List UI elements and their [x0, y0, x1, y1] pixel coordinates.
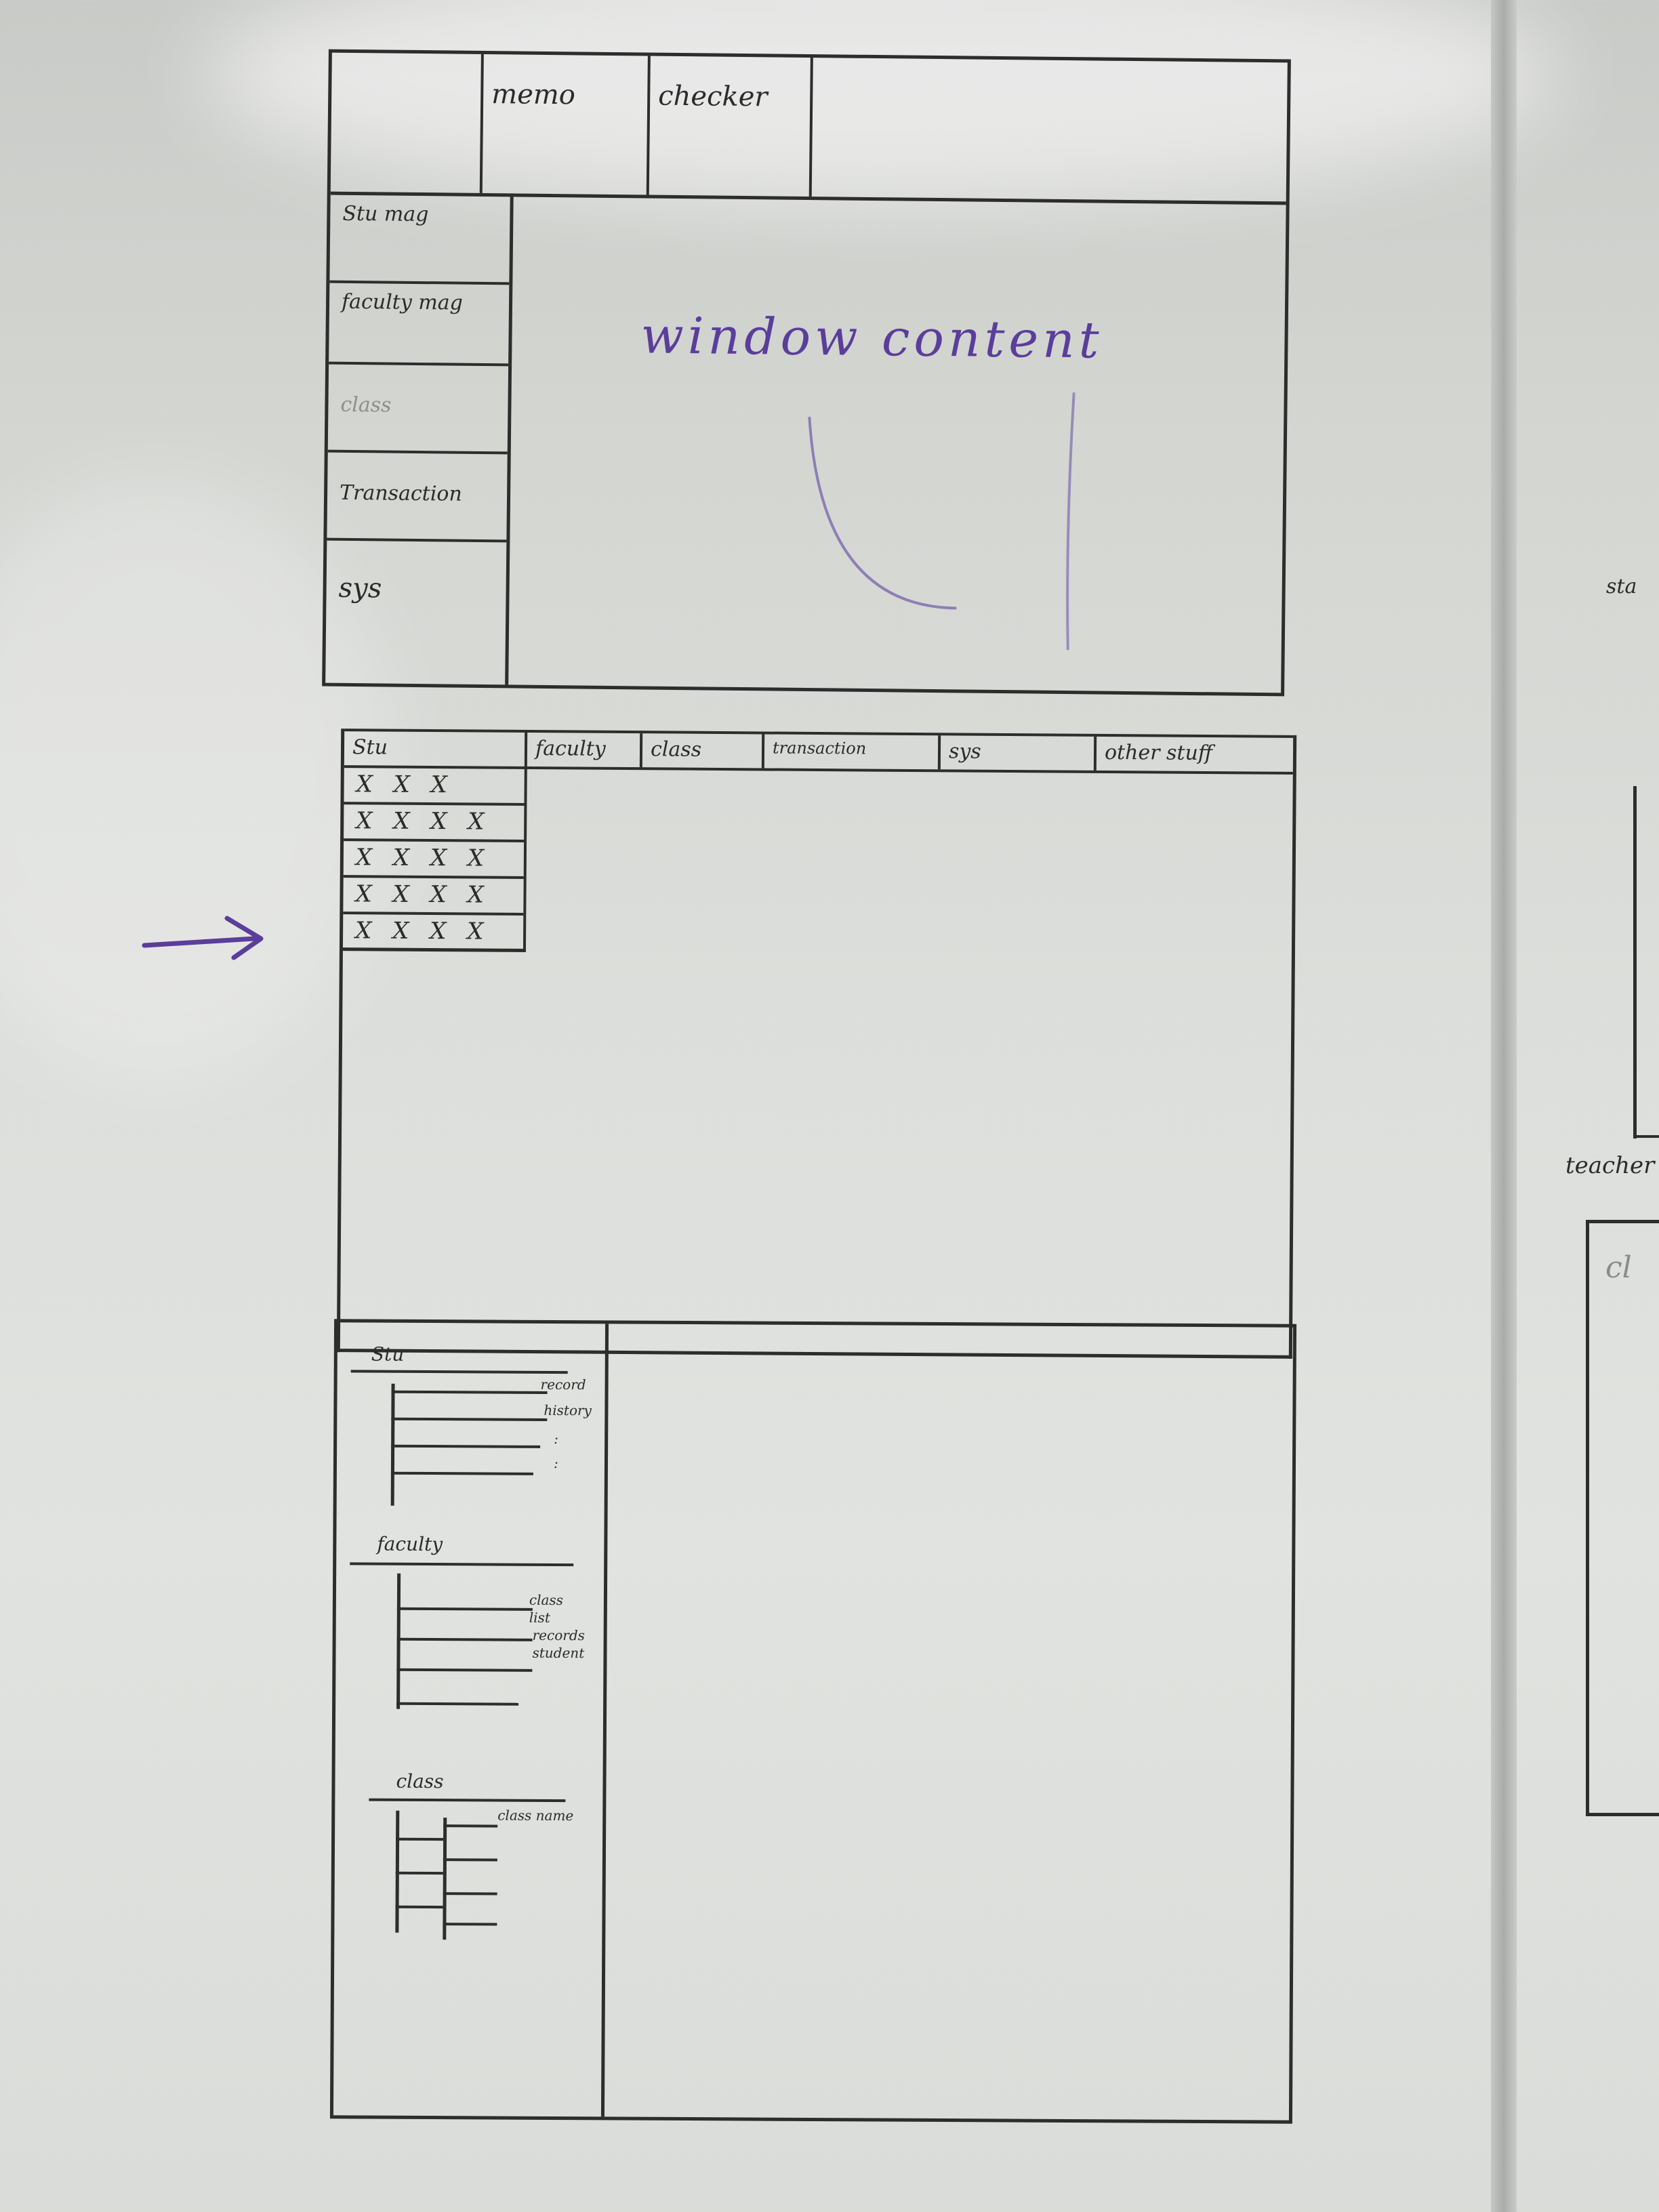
- grid-row[interactable]: X X X X: [355, 917, 491, 945]
- tab-checker[interactable]: checker: [649, 56, 813, 197]
- tree-connector: [443, 1818, 447, 1940]
- tree-branch: [443, 1824, 498, 1828]
- tree-branch: [391, 1390, 548, 1394]
- tab-other-stuff[interactable]: other stuff: [1097, 737, 1300, 772]
- tab-label: faculty: [535, 737, 606, 761]
- tab-label: sys: [948, 739, 981, 764]
- right-label-teacher: teacher: [1565, 1152, 1655, 1179]
- tab-transaction[interactable]: transaction: [764, 734, 941, 770]
- right-sketch-bottom: [1633, 1135, 1659, 1138]
- window-content-area: window content: [508, 197, 1286, 693]
- right-panel: sta teacher cl: [1552, 0, 1659, 2212]
- grid-row[interactable]: X X X X: [344, 804, 525, 842]
- tree-branch: [396, 1607, 533, 1611]
- tree-group-label: class: [396, 1769, 444, 1793]
- tree-underline: [350, 1370, 568, 1374]
- tree-leaf[interactable]: history: [544, 1401, 592, 1419]
- right-sketch-edge: [1633, 786, 1637, 1139]
- tree-branch: [395, 1905, 443, 1909]
- tree-sidebar: Stu record history : : faculty class lis…: [333, 1322, 609, 2117]
- purple-curve: [808, 392, 1076, 651]
- grid-row[interactable]: X X X X: [343, 878, 524, 916]
- tree-leaf[interactable]: student: [532, 1644, 585, 1662]
- right-label-cl: cl: [1605, 1250, 1632, 1285]
- window-content-text: window content: [640, 306, 1104, 370]
- tree-branch: [396, 1702, 519, 1706]
- tab-sys[interactable]: sys: [940, 735, 1097, 771]
- sidebar-item-label: Transaction: [339, 480, 462, 506]
- glare-left: [0, 474, 393, 1084]
- sidebar-item-faculty-mag[interactable]: faculty mag: [329, 283, 510, 367]
- tree-leaf[interactable]: record: [540, 1376, 586, 1393]
- sidebar-item-label: sys: [338, 572, 382, 605]
- tab-checker-label: checker: [658, 80, 768, 113]
- tree-branch: [391, 1444, 541, 1448]
- tab-bar: memo checker: [330, 52, 1288, 205]
- grid-row[interactable]: X X X: [344, 768, 525, 806]
- tab-stu[interactable]: Stu: [344, 731, 528, 767]
- right-sketch-box: cl: [1586, 1220, 1659, 1816]
- tree-leaf[interactable]: records: [532, 1626, 585, 1644]
- sidebar: Stu mag faculty mag class Transaction sy…: [325, 194, 514, 685]
- tree-branch: [390, 1471, 533, 1475]
- tab-label: transaction: [772, 738, 867, 758]
- right-label-sta: sta: [1606, 575, 1637, 598]
- tab-label: other stuff: [1104, 740, 1213, 766]
- tree-group-label: faculty: [377, 1532, 443, 1556]
- tab-faculty[interactable]: faculty: [527, 733, 643, 768]
- sidebar-item-class[interactable]: class: [327, 364, 509, 455]
- tree-group-class[interactable]: class class name: [368, 1770, 592, 1948]
- tree-underline: [369, 1798, 566, 1803]
- tree-branch: [396, 1837, 444, 1841]
- sidebar-item-label: Stu mag: [342, 201, 429, 227]
- x-grid: X X X X X X X X X X X X X X X X X X X: [342, 768, 527, 953]
- grid-row[interactable]: X X X X: [343, 841, 525, 879]
- sketch-window-1: memo checker Stu mag faculty mag class T…: [322, 49, 1291, 697]
- sidebar-item-transaction[interactable]: Transaction: [327, 452, 508, 543]
- tree-leaf[interactable]: :: [554, 1430, 558, 1448]
- tree-connector: [396, 1573, 401, 1709]
- board-frame-divider: [1491, 0, 1517, 2212]
- tree-branch: [396, 1668, 533, 1672]
- tab-label: Stu: [352, 735, 388, 760]
- sketch-window-3: Stu record history : : faculty class lis…: [329, 1319, 1297, 2124]
- sidebar-item-sys[interactable]: sys: [325, 541, 506, 678]
- tree-leaf[interactable]: class: [529, 1591, 564, 1609]
- arrow-right-icon: [142, 916, 264, 960]
- tree-group-stu[interactable]: Stu record history : :: [350, 1343, 595, 1507]
- sidebar-item-label: class: [340, 392, 392, 417]
- tab-class[interactable]: class: [642, 733, 765, 769]
- tree-group-faculty[interactable]: faculty class list records student: [349, 1532, 594, 1737]
- tab-memo-label: memo: [491, 79, 576, 111]
- tree-leaf[interactable]: :: [553, 1454, 558, 1472]
- tab-memo[interactable]: memo: [479, 54, 651, 195]
- tree-branch: [395, 1871, 443, 1875]
- sidebar-item-stu-mag[interactable]: Stu mag: [329, 194, 510, 285]
- tree-branch: [443, 1858, 497, 1862]
- tree-branch: [391, 1417, 548, 1421]
- sketch-window-2: Stu faculty class transaction sys other …: [336, 729, 1297, 1359]
- glare-top: [203, 0, 1559, 203]
- top-tab-bar: Stu faculty class transaction sys other …: [344, 729, 1294, 775]
- tree-underline: [350, 1562, 574, 1567]
- tree-branch: [443, 1892, 497, 1896]
- tree-leaf[interactable]: class name: [497, 1807, 574, 1824]
- tree-group-label: Stu: [371, 1343, 405, 1366]
- sidebar-item-label: faculty mag: [341, 289, 464, 315]
- tree-branch: [443, 1923, 497, 1926]
- tree-leaf[interactable]: list: [529, 1609, 550, 1626]
- tree-branch: [396, 1637, 533, 1641]
- tab-label: class: [650, 737, 702, 762]
